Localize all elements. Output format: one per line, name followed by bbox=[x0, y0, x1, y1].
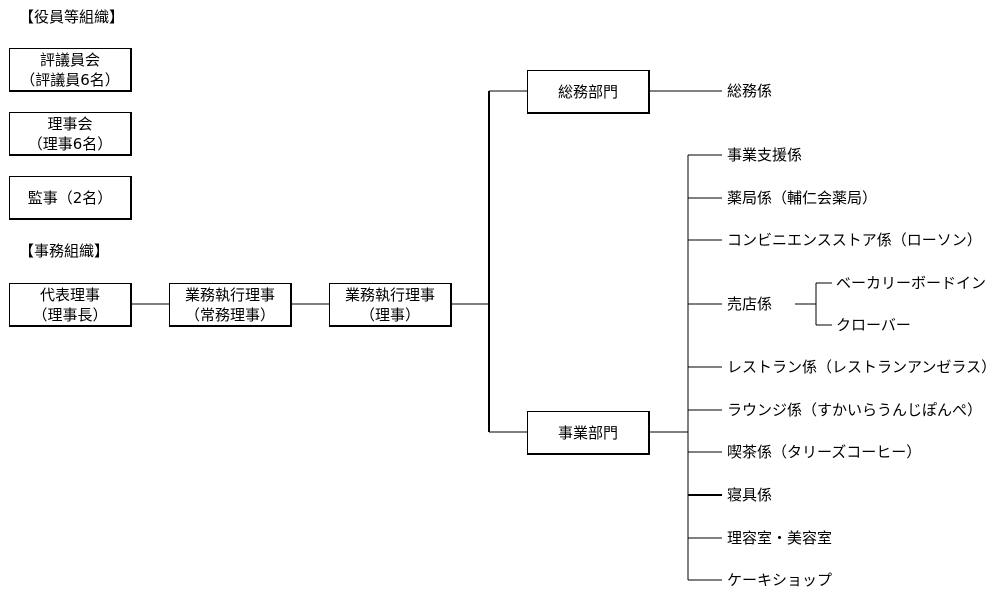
officers-heading: 【役員等組織】 bbox=[19, 8, 125, 26]
general-affairs-division-label: 総務部門 bbox=[557, 82, 618, 101]
general-affairs-section: 総務係 bbox=[727, 82, 773, 100]
business-division-label: 事業部門 bbox=[557, 423, 618, 442]
business-section-restaurant: レストラン係（レストランアンゼラス） bbox=[727, 358, 993, 376]
representative-box: 代表理事 （理事長） bbox=[9, 283, 132, 327]
board-members: （理事6名） bbox=[27, 134, 113, 153]
general-affairs-division-box: 総務部門 bbox=[527, 70, 650, 114]
auditor-name: 監事（2名） bbox=[27, 188, 113, 207]
business-division-box: 事業部門 bbox=[527, 411, 650, 455]
council-box: 評議員会 （評議員6名） bbox=[9, 48, 132, 92]
business-section-bedding: 寝具係 bbox=[727, 486, 773, 504]
auditor-box: 監事（2名） bbox=[9, 176, 132, 220]
business-section-cafe: 喫茶係（タリーズコーヒー） bbox=[727, 443, 922, 461]
council-name: 評議員会 bbox=[39, 50, 100, 69]
board-box: 理事会 （理事6名） bbox=[9, 112, 132, 156]
business-section-shop: 売店係 bbox=[727, 295, 773, 313]
board-name: 理事会 bbox=[47, 114, 93, 133]
business-section-barber-beauty: 理容室・美容室 bbox=[727, 529, 833, 547]
business-section-cake-shop: ケーキショップ bbox=[727, 571, 833, 589]
representative-title: 代表理事 bbox=[39, 285, 100, 304]
representative-role: （理事長） bbox=[32, 305, 108, 324]
shop-subsection-clover: クローバー bbox=[836, 316, 911, 334]
executive-director-title: 業務執行理事 bbox=[344, 285, 435, 304]
admin-heading: 【事務組織】 bbox=[19, 242, 110, 260]
executive-managing-role: （常務理事） bbox=[184, 305, 275, 324]
executive-director-box: 業務執行理事 （理事） bbox=[329, 283, 452, 327]
council-members: （評議員6名） bbox=[20, 70, 120, 89]
business-section-lounge: ラウンジ係（すかいらうんじぽんぺ） bbox=[727, 401, 983, 419]
business-section-convenience-store: コンビニエンスストア係（ローソン） bbox=[727, 231, 982, 249]
executive-managing-title: 業務執行理事 bbox=[184, 285, 275, 304]
shop-subsection-bakery: ベーカリーボードイン bbox=[836, 274, 987, 292]
executive-managing-box: 業務執行理事 （常務理事） bbox=[169, 283, 292, 327]
business-section-pharmacy: 薬局係（輔仁会薬局） bbox=[727, 189, 878, 207]
business-section-support: 事業支援係 bbox=[727, 146, 803, 164]
executive-director-role: （理事） bbox=[359, 305, 420, 324]
